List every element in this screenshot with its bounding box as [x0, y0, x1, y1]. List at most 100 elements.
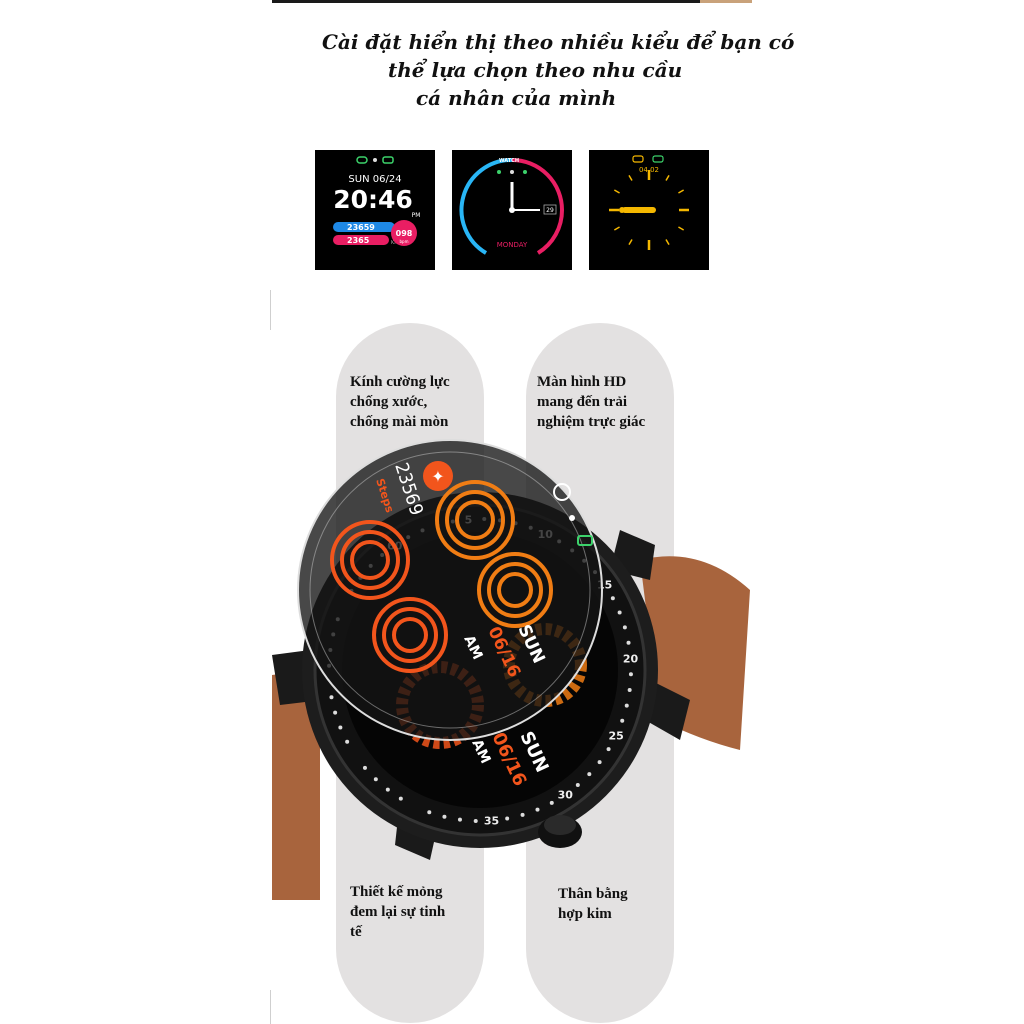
bezel-dot — [338, 725, 343, 730]
glass-activity-rings — [330, 480, 553, 673]
feature-tempered-glass-line-1: Kính cường lực — [350, 374, 450, 390]
tick-mark — [613, 189, 620, 194]
bezel-dot — [385, 787, 390, 792]
yellow-face-graphic: 04.02 — [609, 155, 689, 250]
bezel-number: 25 — [608, 729, 623, 742]
steps-value: 23659 — [347, 223, 375, 232]
bezel-dot — [398, 796, 403, 801]
bezel-dot — [597, 760, 602, 765]
digital-ampm: PM — [412, 212, 421, 219]
bezel-dot — [362, 765, 367, 770]
ring-1-inner — [455, 500, 495, 540]
ring-3-inner — [497, 572, 533, 608]
heart-rate-badge — [391, 220, 417, 246]
ring-4-inner — [392, 617, 428, 653]
bezel-number: 20 — [623, 652, 639, 665]
watch-face-digital[interactable]: SUN 06/24 20:46 PM 23659 2365 KM 098 bpm — [315, 150, 435, 270]
date-box — [543, 204, 557, 215]
distance-bar — [333, 235, 389, 245]
tick-mark — [628, 239, 633, 246]
bezel-dot — [473, 818, 478, 823]
ring-4-mid — [382, 607, 438, 663]
feature-slim-design-line-1: Thiết kế mỏng — [350, 884, 443, 900]
feature-slim-design-line-2: đem lại sự tinh — [350, 904, 446, 920]
smartwatch-illustration: 605101520253035 SUN 06/16 AM ✦ 23569 Ste… — [272, 439, 750, 900]
bezel-dot — [622, 625, 627, 630]
bezel-dot — [587, 772, 592, 777]
battery-icon — [577, 535, 593, 546]
feature-hd-display-line-3: nghiệm trực giác — [537, 414, 646, 430]
headline-line-2: thể lựa chọn theo nhu cầu — [388, 58, 683, 82]
watch-face-yellow-minimal[interactable]: 04.02 — [589, 150, 709, 270]
bezel-dot — [549, 800, 554, 805]
battery-icon — [652, 155, 664, 163]
bezel-dot — [373, 777, 378, 782]
digital-face-graphic: SUN 06/24 20:46 PM 23659 2365 KM 098 bpm — [333, 156, 421, 246]
tick-mark — [665, 239, 670, 246]
heart-rate-value: 098 — [396, 229, 413, 238]
distance-value: 2365 — [347, 236, 370, 245]
bottom-right-lug — [645, 680, 690, 740]
tick-mark — [678, 226, 685, 231]
bezel-dot — [606, 747, 611, 752]
top-divider-accent — [700, 0, 752, 3]
bezel-dot — [626, 640, 631, 645]
tick-mark — [628, 174, 633, 181]
bezel-dot — [627, 688, 632, 693]
ring-2-outer — [330, 520, 410, 600]
feature-alloy-body: Thân bằng hợp kim — [558, 884, 628, 924]
bt-icon — [632, 155, 644, 163]
bezel-dot — [333, 710, 338, 715]
distance-unit: KM — [391, 240, 399, 246]
bezel-dot — [575, 783, 580, 788]
feature-hd-display: Màn hình HD mang đến trải nghiệm trực gi… — [537, 372, 645, 432]
bezel-dot — [520, 812, 525, 817]
feature-slim-design: Thiết kế mỏng đem lại sự tinh tế — [350, 882, 445, 942]
feature-tempered-glass-line-3: chống mài mòn — [350, 414, 449, 430]
tick-mark — [665, 174, 670, 181]
headline-line-1: Cài đặt hiển thị theo nhiều kiểu để bạn … — [322, 30, 795, 54]
ring-3-outer — [477, 552, 553, 628]
feature-alloy-body-line-1: Thân bằng — [558, 886, 628, 902]
yellow-hand — [622, 207, 656, 213]
blue-arc — [459, 157, 513, 255]
day-label: MONDAY — [497, 241, 528, 249]
brand-label: WATCH — [499, 158, 519, 164]
headline: Cài đặt hiển thị theo nhiều kiểu để bạn … — [300, 28, 795, 112]
battery-icon — [382, 156, 394, 164]
glass-inner-edge — [309, 451, 591, 729]
feature-hd-display-line-2: mang đến trải — [537, 394, 627, 410]
tick-mark — [613, 226, 620, 231]
left-guide-line-bottom — [270, 990, 271, 1024]
bezel-dot — [427, 810, 432, 815]
left-strap — [272, 673, 320, 900]
tick-mark — [678, 189, 685, 194]
watch-face-gallery: SUN 06/24 20:46 PM 23659 2365 KM 098 bpm… — [0, 150, 1024, 270]
bezel-dot — [610, 596, 615, 601]
status-dot-icon — [497, 170, 501, 174]
date-number: 29 — [546, 207, 554, 214]
ring-1-outer — [435, 480, 515, 560]
digital-time: 20:46 — [333, 185, 413, 214]
watch-face-analog-arcs[interactable]: WATCH 29 MONDAY — [452, 150, 572, 270]
feature-tempered-glass: Kính cường lực chống xước, chống mài mòn — [350, 372, 450, 432]
feature-tempered-glass-line-2: chống xước, — [350, 394, 428, 410]
drop-icon — [569, 515, 575, 521]
drop-icon — [510, 170, 514, 174]
bezel-dot — [505, 816, 510, 821]
steps-bar — [333, 222, 395, 232]
bezel-number: 30 — [558, 789, 574, 802]
bezel-dot — [442, 814, 447, 819]
floating-glass-layer — [297, 439, 603, 741]
center-pin — [509, 207, 515, 213]
left-guide-line — [270, 290, 271, 330]
ring-2-inner — [350, 540, 390, 580]
top-divider — [272, 0, 752, 3]
heart-rate-unit: bpm — [400, 239, 409, 244]
bezel-dot — [624, 703, 629, 708]
crown-top — [544, 815, 576, 835]
sync-icon — [553, 483, 571, 501]
tick-marks — [609, 170, 689, 250]
ring-2-mid — [340, 530, 400, 590]
headline-line-3: cá nhân của mình — [416, 86, 617, 110]
